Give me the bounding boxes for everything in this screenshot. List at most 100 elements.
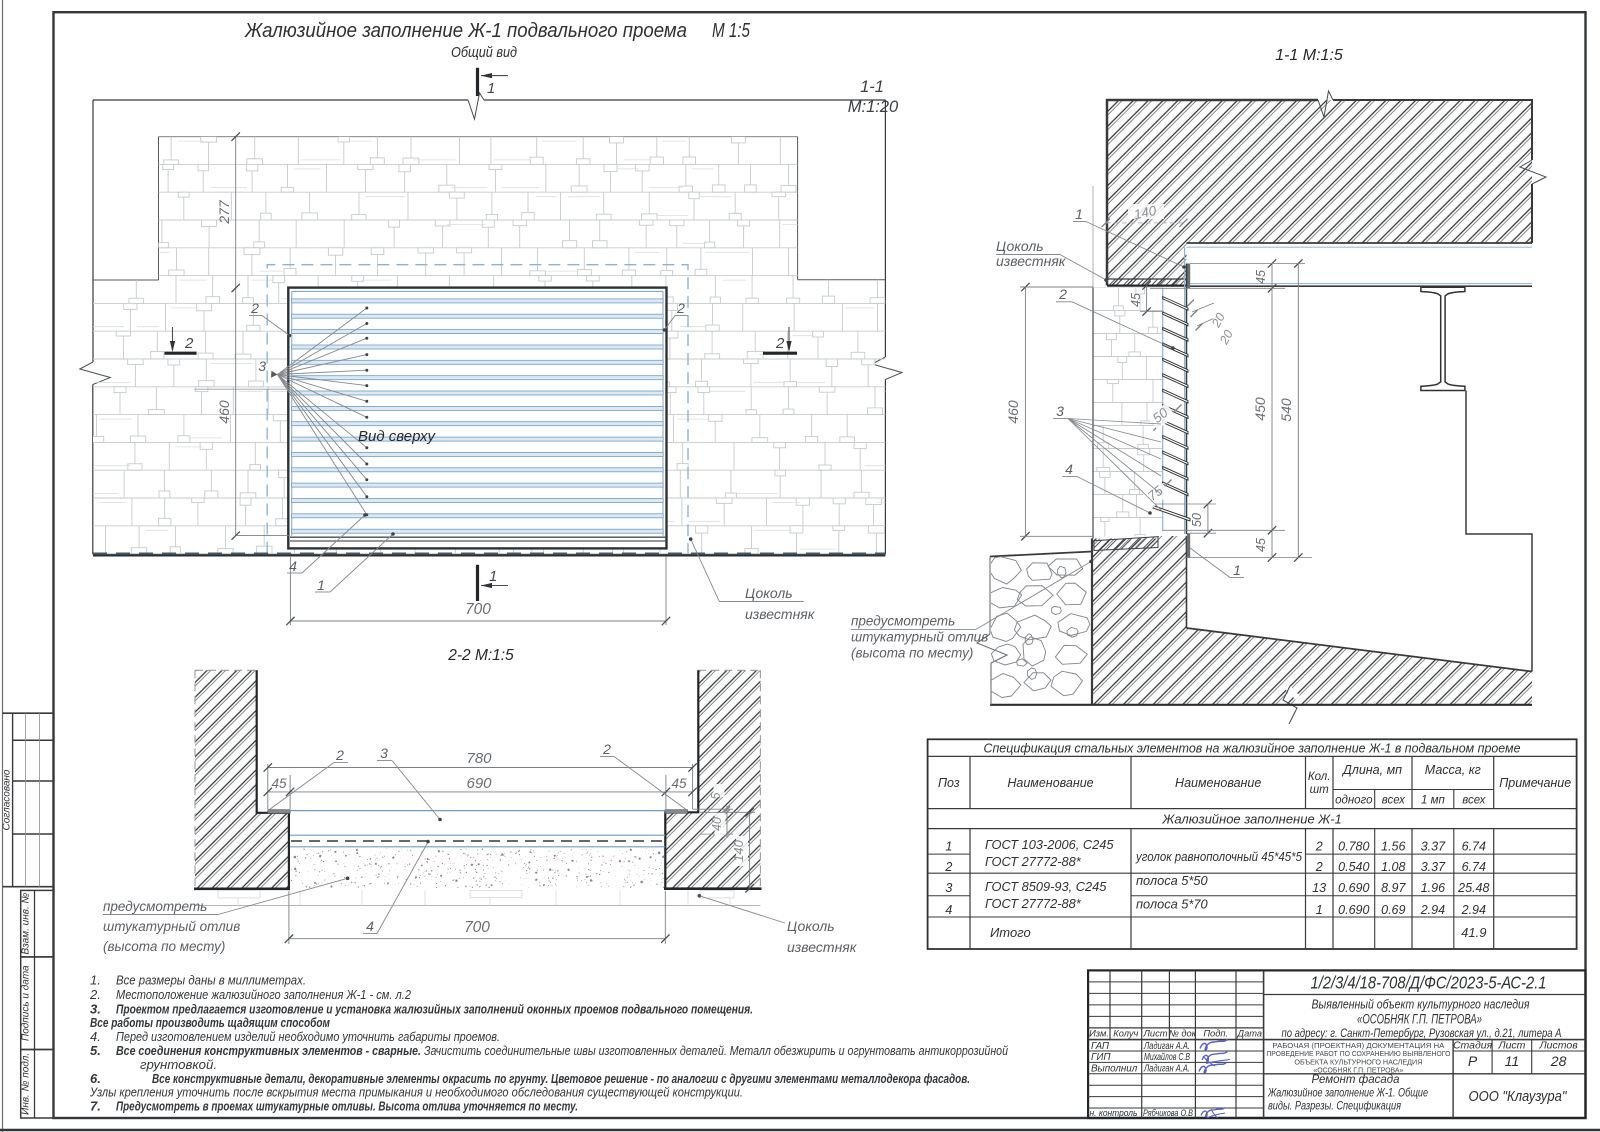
svg-text:ГОСТ 27772-88*: ГОСТ 27772-88* bbox=[985, 854, 1082, 869]
svg-text:2: 2 bbox=[250, 300, 259, 316]
svg-text:ГИП: ГИП bbox=[1091, 1052, 1111, 1063]
svg-text:2: 2 bbox=[944, 860, 952, 874]
svg-text:Примечание: Примечание bbox=[1499, 776, 1571, 790]
svg-text:«ОСОБНЯК Г.П. ПЕТРОВА»: «ОСОБНЯК Г.П. ПЕТРОВА» bbox=[1357, 1012, 1482, 1027]
svg-text:140: 140 bbox=[731, 839, 746, 861]
svg-text:1: 1 bbox=[945, 840, 952, 854]
svg-text:Кол.: Кол. bbox=[1308, 771, 1331, 783]
svg-text:Колуч: Колуч bbox=[1113, 1029, 1138, 1039]
svg-text:2: 2 bbox=[184, 335, 194, 352]
svg-text:3.: 3. bbox=[90, 1001, 101, 1016]
svg-text:ГОСТ 103-2006, С245: ГОСТ 103-2006, С245 bbox=[985, 837, 1114, 852]
svg-text:1.96: 1.96 bbox=[1421, 881, 1445, 895]
svg-text:0.690: 0.690 bbox=[1338, 881, 1369, 895]
svg-text:Р: Р bbox=[1468, 1053, 1478, 1069]
svg-text:1.: 1. bbox=[90, 973, 101, 988]
svg-text:Предусмотреть в проемах штукат: Предусмотреть в проемах штукатурные отли… bbox=[116, 1099, 578, 1114]
svg-text:3: 3 bbox=[1056, 403, 1064, 419]
svg-text:3.37: 3.37 bbox=[1421, 840, 1446, 854]
svg-text:1 мп: 1 мп bbox=[1421, 795, 1445, 807]
svg-text:4: 4 bbox=[366, 918, 374, 934]
svg-text:540: 540 bbox=[1278, 398, 1294, 422]
svg-text:Листов: Листов bbox=[1538, 1040, 1578, 1052]
svg-text:41.9: 41.9 bbox=[1461, 925, 1486, 940]
svg-text:1: 1 bbox=[1316, 903, 1323, 917]
svg-text:2: 2 bbox=[676, 300, 685, 316]
svg-text:5.: 5. bbox=[90, 1043, 101, 1058]
svg-text:Все размеры даны в миллиметрах: Все размеры даны в миллиметрах. bbox=[116, 973, 306, 988]
svg-text:45: 45 bbox=[271, 776, 287, 791]
svg-text:всех: всех bbox=[1382, 795, 1406, 807]
svg-text:ГОСТ 8509-93, С245: ГОСТ 8509-93, С245 bbox=[985, 879, 1107, 894]
svg-text:1: 1 bbox=[1233, 562, 1241, 578]
svg-text:1.56: 1.56 bbox=[1381, 840, 1405, 854]
svg-text:полоса 5*70: полоса 5*70 bbox=[1136, 897, 1208, 912]
svg-text:1: 1 bbox=[317, 577, 325, 593]
svg-text:Лист: Лист bbox=[1143, 1029, 1168, 1039]
svg-text:М 1:5: М 1:5 bbox=[712, 19, 750, 42]
svg-text:полоса 5*50: полоса 5*50 bbox=[1136, 873, 1208, 888]
svg-text:Выявленный объект культурного: Выявленный объект культурного наследия bbox=[1312, 997, 1530, 1012]
svg-text:Вид сверху: Вид сверху bbox=[358, 428, 436, 445]
svg-text:4: 4 bbox=[1065, 461, 1073, 477]
svg-text:виды. Разрезы. Спецификация: виды. Разрезы. Спецификация bbox=[1268, 1099, 1401, 1113]
svg-text:Жалюзийное заполнение Ж-1: Жалюзийное заполнение Ж-1 bbox=[1161, 812, 1341, 827]
svg-text:2.94: 2.94 bbox=[1461, 903, 1486, 917]
svg-text:известняк: известняк bbox=[996, 253, 1067, 269]
svg-text:Подпись и дата: Подпись и дата bbox=[20, 965, 31, 1041]
svg-text:(высота по месту): (высота по месту) bbox=[103, 939, 225, 954]
svg-text:460: 460 bbox=[1005, 400, 1021, 424]
svg-text:20: 20 bbox=[1209, 311, 1228, 331]
svg-text:штукатурный отлив: штукатурный отлив bbox=[851, 630, 988, 645]
svg-text:20: 20 bbox=[1217, 328, 1236, 348]
svg-text:РАБОЧАЯ (ПРОЕКТНАЯ) ДОКУМЕНТАЦ: РАБОЧАЯ (ПРОЕКТНАЯ) ДОКУМЕНТАЦИЯ НА bbox=[1272, 1041, 1445, 1050]
svg-text:штукатурный отлив: штукатурный отлив bbox=[103, 919, 240, 934]
svg-text:8.97: 8.97 bbox=[1381, 881, 1406, 895]
svg-text:Дата: Дата bbox=[1237, 1029, 1263, 1039]
svg-text:известняк: известняк bbox=[787, 939, 858, 955]
svg-text:2-2 М:1:5: 2-2 М:1:5 bbox=[447, 647, 514, 664]
svg-text:Изм.: Изм. bbox=[1089, 1029, 1109, 1039]
svg-text:3.37: 3.37 bbox=[1421, 860, 1446, 874]
svg-text:45: 45 bbox=[1254, 270, 1268, 284]
svg-text:6.: 6. bbox=[90, 1071, 101, 1086]
svg-text:4.: 4. bbox=[90, 1029, 101, 1044]
svg-text:7.: 7. bbox=[90, 1099, 101, 1114]
svg-text:13: 13 bbox=[1312, 881, 1326, 895]
svg-text:2.94: 2.94 bbox=[1420, 903, 1445, 917]
svg-text:3: 3 bbox=[945, 881, 952, 895]
svg-text:Спецификация стальных элементо: Спецификация стальных элементов на жалюз… bbox=[984, 740, 1521, 755]
svg-text:700: 700 bbox=[465, 601, 491, 618]
svg-text:Лист: Лист bbox=[1497, 1040, 1525, 1052]
svg-text:Ладиган А.А.: Ладиган А.А. bbox=[1143, 1041, 1190, 1052]
svg-text:по адресу: г. Санкт-Петербург,: по адресу: г. Санкт-Петербург, Рузовская… bbox=[1282, 1026, 1562, 1040]
svg-text:Итого: Итого bbox=[990, 925, 1031, 940]
svg-text:6.74: 6.74 bbox=[1462, 840, 1486, 854]
svg-text:0.540: 0.540 bbox=[1338, 860, 1369, 874]
svg-text:6.74: 6.74 bbox=[1462, 860, 1486, 874]
svg-text:690: 690 bbox=[466, 775, 492, 792]
svg-text:«ОСОБНЯК Г.П. ПЕТРОВА»: «ОСОБНЯК Г.П. ПЕТРОВА» bbox=[1313, 1066, 1403, 1075]
svg-text:45: 45 bbox=[1254, 538, 1268, 552]
svg-text:одного: одного bbox=[1335, 795, 1373, 807]
svg-text:ООО "Клаузура": ООО "Клаузура" bbox=[1469, 1088, 1568, 1105]
svg-text:Все конструктивные детали, дек: Все конструктивные детали, декоративные … bbox=[152, 1071, 970, 1086]
svg-text:М:1:20: М:1:20 bbox=[848, 98, 899, 116]
svg-text:450: 450 bbox=[1252, 397, 1268, 421]
svg-text:45: 45 bbox=[671, 776, 687, 791]
svg-text:Местоположение жалюзийного зап: Местоположение жалюзийного заполнения Ж-… bbox=[116, 987, 412, 1002]
svg-text:25.48: 25.48 bbox=[1457, 881, 1489, 895]
svg-text:н. контроль: н. контроль bbox=[1090, 1108, 1138, 1118]
svg-text:Цоколь: Цоколь bbox=[745, 585, 793, 601]
svg-text:(высота по месту): (высота по месту) bbox=[851, 646, 973, 661]
svg-text:Проектом предлагается изготовл: Проектом предлагается изготовление и уст… bbox=[116, 1001, 753, 1016]
svg-text:Ремонт фасада: Ремонт фасада bbox=[1311, 1074, 1399, 1086]
svg-text:грунтовкой.: грунтовкой. bbox=[140, 1057, 217, 1072]
svg-text:780: 780 bbox=[466, 750, 492, 767]
svg-text:предусмотреть: предусмотреть bbox=[851, 614, 955, 629]
svg-text:Все работы производить щадящим: Все работы производить щадящим способом bbox=[90, 1015, 330, 1030]
svg-text:1: 1 bbox=[487, 80, 495, 97]
svg-text:0.780: 0.780 bbox=[1338, 840, 1369, 854]
svg-text:277: 277 bbox=[216, 199, 232, 225]
svg-text:0.69: 0.69 bbox=[1381, 903, 1405, 917]
